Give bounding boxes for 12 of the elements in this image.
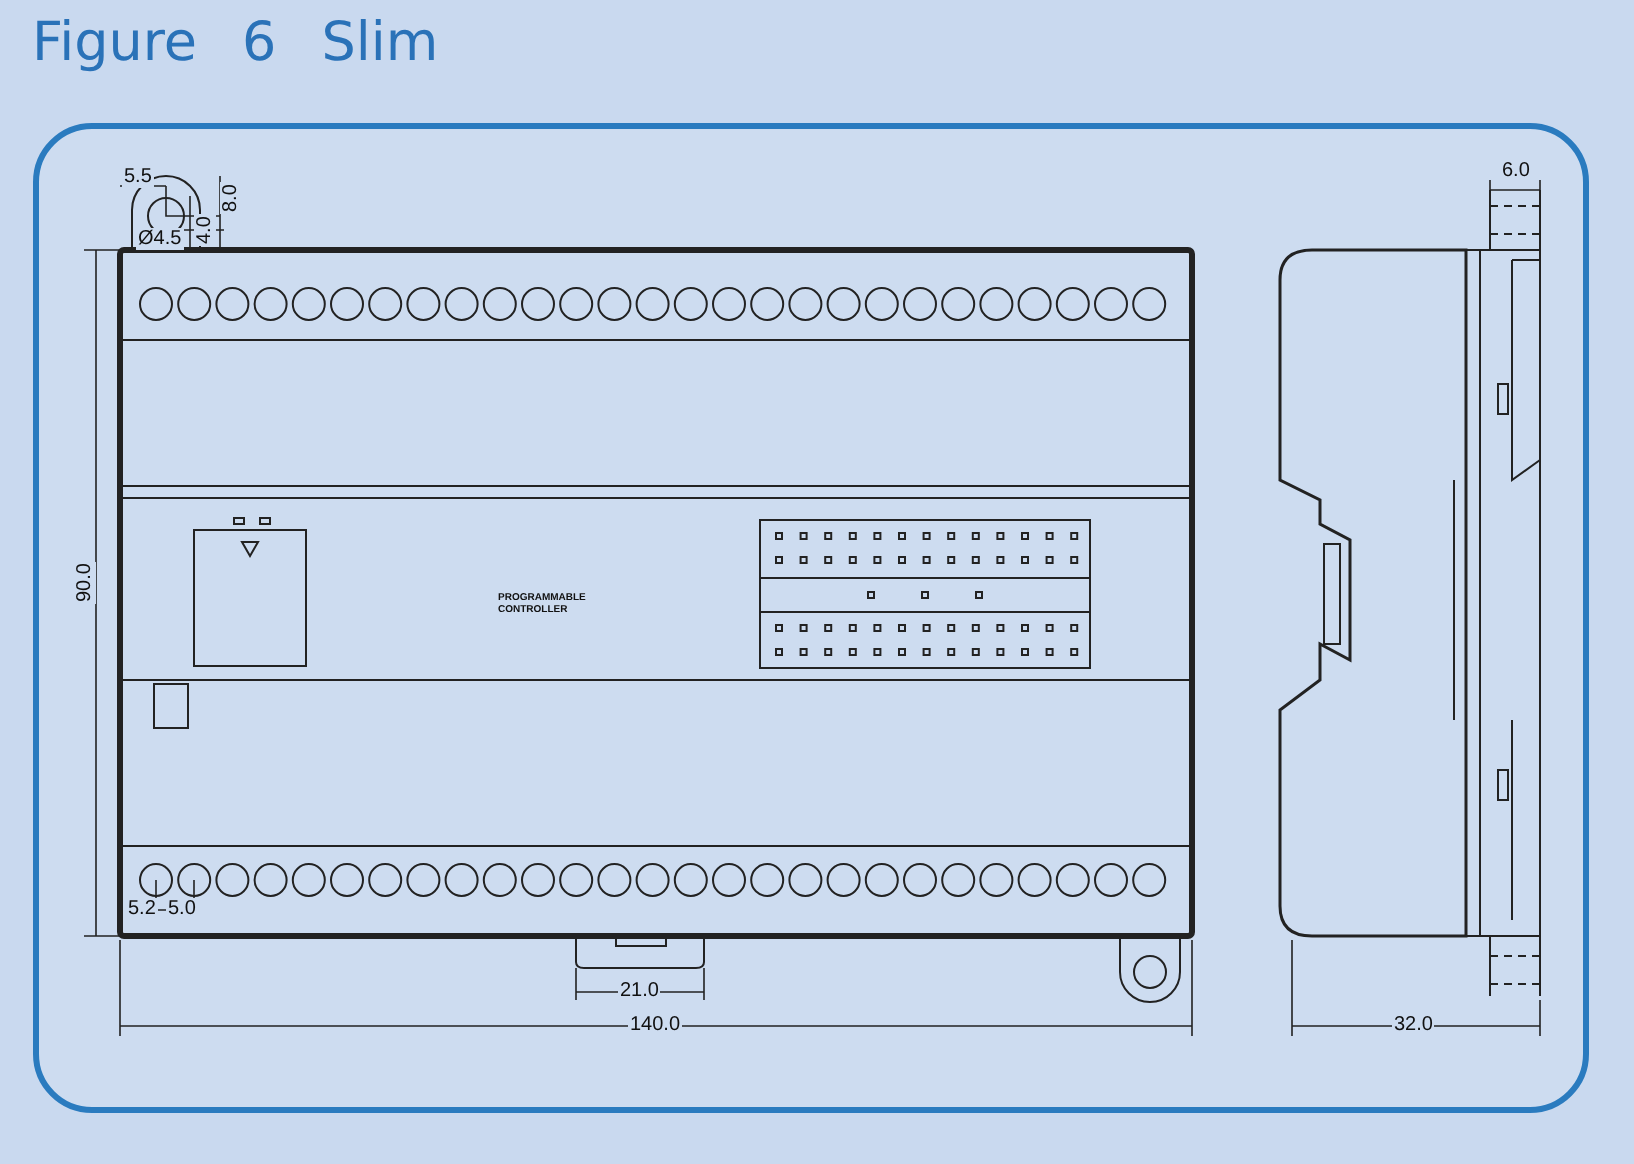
dimension-label: 90.0 — [74, 561, 96, 604]
dimension-label: 4.0 — [194, 214, 216, 246]
dimension-label: 32.0 — [1392, 1014, 1435, 1036]
dimension-label: 140.0 — [628, 1014, 683, 1036]
dimension-label: Ø4.5 — [136, 228, 184, 250]
dimension-label: 5.2 — [126, 898, 158, 920]
dimension-label: 6.0 — [1500, 160, 1532, 182]
dimension-label: 21.0 — [618, 980, 661, 1002]
dimension-label: 5.0 — [166, 898, 198, 920]
dimension-label: 5.5 — [122, 166, 154, 188]
figure-title: Figure 6 Slim — [32, 12, 439, 74]
dimension-label: 8.0 — [220, 182, 242, 214]
